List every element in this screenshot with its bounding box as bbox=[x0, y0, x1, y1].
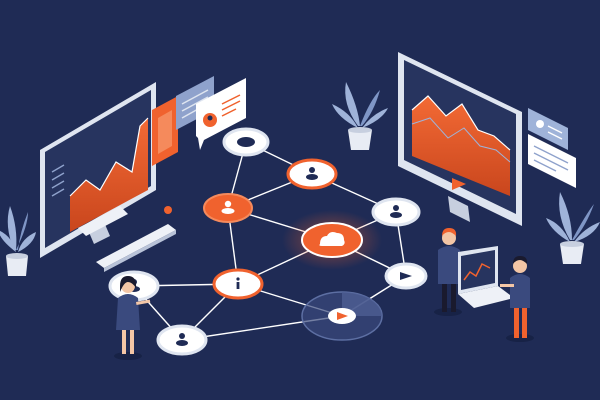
right-plant-pot bbox=[560, 244, 584, 264]
network-node-user-right bbox=[371, 197, 421, 227]
user-icon bbox=[221, 200, 235, 214]
right-floating-card-bottom bbox=[528, 134, 576, 188]
person-man-standing bbox=[434, 228, 462, 316]
cloud-icon bbox=[319, 232, 345, 246]
info-icon bbox=[236, 277, 240, 289]
center-plant bbox=[332, 82, 388, 150]
user-icon bbox=[176, 333, 188, 346]
arrow-icon bbox=[400, 272, 412, 280]
right-monitor bbox=[398, 52, 522, 226]
user-icon bbox=[390, 205, 402, 218]
left-plant-pot bbox=[6, 256, 28, 276]
network-node-user-left bbox=[203, 193, 253, 223]
person-man-right bbox=[500, 256, 534, 342]
network-node-send bbox=[384, 262, 428, 290]
network-node-user-top bbox=[286, 158, 338, 190]
person-woman bbox=[114, 276, 151, 360]
left-monitor bbox=[40, 82, 156, 258]
network-node-info bbox=[212, 268, 264, 300]
right-plant bbox=[546, 192, 600, 264]
right-monitor-play-icon bbox=[452, 178, 466, 190]
circle-dot-icon bbox=[237, 137, 255, 147]
left-plant bbox=[0, 206, 36, 276]
play-icon bbox=[337, 312, 348, 320]
floating-chart-card bbox=[152, 96, 178, 166]
right-monitor-chart bbox=[412, 96, 510, 196]
network-node-bottom-hub bbox=[301, 291, 383, 341]
keyboard bbox=[96, 224, 176, 272]
network-node-hub bbox=[282, 210, 382, 270]
mouse bbox=[164, 206, 172, 214]
laptop bbox=[458, 246, 514, 308]
center-plant-pot bbox=[348, 130, 372, 150]
network-node-bottom-left bbox=[156, 324, 208, 356]
right-floating-card-top bbox=[528, 108, 568, 150]
user-icon bbox=[306, 167, 318, 180]
profile-chat-bubble bbox=[196, 78, 246, 150]
network-node-top bbox=[222, 127, 270, 157]
